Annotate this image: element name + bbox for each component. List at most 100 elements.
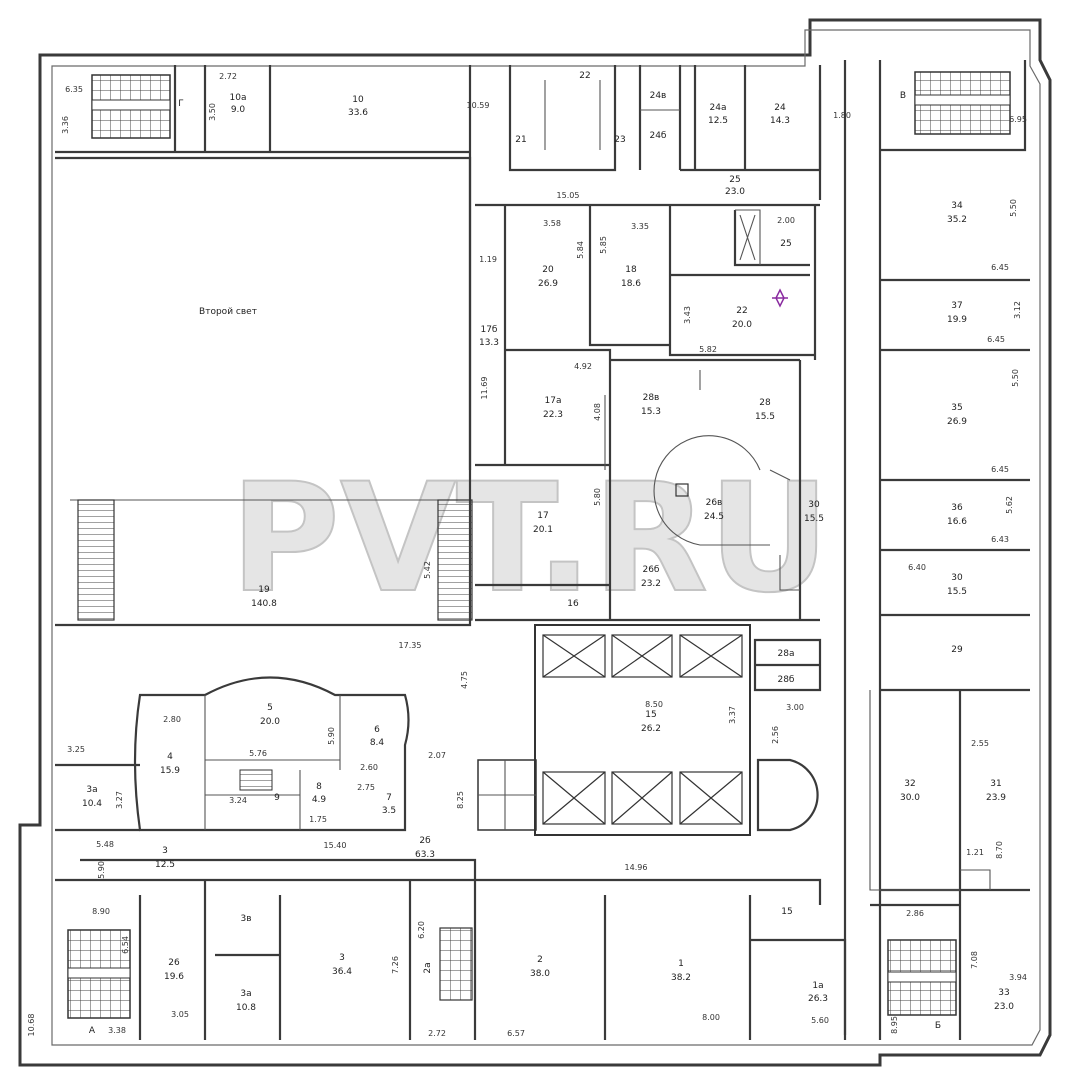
corridor-walls <box>55 763 847 1040</box>
dim-label: 5.48 <box>96 840 114 849</box>
room-number: 8 <box>316 782 322 792</box>
top-row-walls <box>55 60 1027 1035</box>
room-area: 12.5 <box>708 116 728 126</box>
second-light-label: Второй свет <box>199 307 257 317</box>
room-number: 24a <box>710 103 727 113</box>
room-number: 1 <box>678 959 684 969</box>
dim-label: 2.55 <box>971 739 989 748</box>
room-area: 38.0 <box>530 969 550 979</box>
room-number: 15 <box>645 710 656 720</box>
right-column-walls <box>869 150 1030 1040</box>
room-number: 3 <box>162 846 168 856</box>
dim-label: 3.94 <box>1009 973 1027 982</box>
room-area: 140.8 <box>251 599 277 609</box>
dim-label: 3.36 <box>61 116 70 134</box>
room-number: 1a <box>812 981 823 991</box>
room-area: 3.5 <box>382 806 396 816</box>
dim-label: 5.80 <box>593 488 602 506</box>
dim-label: 2.72 <box>428 1029 446 1038</box>
stair-b <box>887 939 957 1016</box>
room-area: 20.1 <box>533 525 553 535</box>
room-number: 10 <box>352 95 364 105</box>
room-area: 15.5 <box>755 412 775 422</box>
room-area: 19.6 <box>164 972 184 982</box>
rooms-4-5-6 <box>133 676 410 832</box>
dim-label: 6.95 <box>1009 115 1027 124</box>
outer-walls <box>18 18 1052 1067</box>
room-area: 15.5 <box>947 587 967 597</box>
room-number: 24 <box>774 103 786 113</box>
dim-label: 4.75 <box>460 671 469 689</box>
dim-label: 3.24 <box>229 796 247 805</box>
room-number: 7 <box>386 793 392 803</box>
room-number: 2a <box>423 962 433 973</box>
dim-label: 8.95 <box>890 1016 899 1034</box>
room-number: 20 <box>542 265 554 275</box>
room-number: 28в <box>643 393 660 403</box>
room-area: 30.0 <box>900 793 920 803</box>
dim-label: 7.26 <box>391 956 400 974</box>
room-area: 35.2 <box>947 215 967 225</box>
dim-label: 2.56 <box>771 726 780 744</box>
room-number: 26в <box>706 498 723 508</box>
dim-label: 3.00 <box>786 703 804 712</box>
room-number: 22 <box>736 306 747 316</box>
dim-label: 2.72 <box>219 72 237 81</box>
room-area: 18.6 <box>621 279 641 289</box>
stair-a <box>67 929 131 1019</box>
room-area: 24.5 <box>704 512 724 522</box>
dim-label: 6.43 <box>991 535 1009 544</box>
dim-label: 4.92 <box>574 362 592 371</box>
room-number: 18 <box>625 265 637 275</box>
dim-label: 1.75 <box>309 815 327 824</box>
bathroom-block <box>477 759 537 831</box>
room-area: 23.2 <box>641 579 661 589</box>
room-number: 22 <box>579 71 590 81</box>
room-number: 17 <box>537 511 548 521</box>
room-number: 30 <box>951 573 963 583</box>
room-area: 14.3 <box>770 116 790 126</box>
room-area: 20.0 <box>260 717 280 727</box>
room-number: 28a <box>778 649 795 659</box>
dim-label: 8.90 <box>92 907 110 916</box>
room-number: 28 <box>759 398 771 408</box>
room-number: 2б <box>419 836 431 846</box>
dim-label: 5.84 <box>576 241 585 259</box>
room-area: 10.8 <box>236 1003 256 1013</box>
dim-label: 3.37 <box>728 706 737 724</box>
room-number: 10a <box>230 93 247 103</box>
room-number: 26б <box>642 565 659 575</box>
dim-label: 10.68 <box>27 1014 36 1037</box>
room-number: 16 <box>567 599 579 609</box>
room-number: 34 <box>951 201 963 211</box>
dim-label: 3.38 <box>108 1026 126 1035</box>
circular-stair <box>653 435 800 591</box>
dim-label: 3.35 <box>631 222 649 231</box>
dim-label: 11.69 <box>480 377 489 400</box>
dim-label: 5.82 <box>699 345 717 354</box>
room-number: 3в <box>240 914 251 924</box>
dim-label: 6.20 <box>417 921 426 939</box>
dim-label: 10.59 <box>467 101 490 110</box>
room-number: 17б <box>480 325 497 335</box>
room-number: 15 <box>781 907 792 917</box>
room-area: 38.2 <box>671 973 691 983</box>
dim-label: 2.86 <box>906 909 924 918</box>
room-area: 26.9 <box>538 279 558 289</box>
dim-label: 3.27 <box>115 791 124 809</box>
room-number: 25 <box>780 239 791 249</box>
dim-label: 3.05 <box>171 1010 189 1019</box>
room-number: 31 <box>990 779 1001 789</box>
dim-label: 14.96 <box>625 863 648 872</box>
dim-label: 6.40 <box>908 563 926 572</box>
stair-label: Г <box>178 99 184 109</box>
semicircle-room <box>756 758 819 832</box>
stair-label: А <box>89 1026 96 1036</box>
marker-icon <box>772 288 788 308</box>
dim-label: 5.50 <box>1011 369 1020 387</box>
room-area: 26.9 <box>947 417 967 427</box>
room-area: 33.6 <box>348 108 368 118</box>
dim-label: 8.50 <box>645 700 663 709</box>
dim-label: 3.50 <box>208 103 217 121</box>
